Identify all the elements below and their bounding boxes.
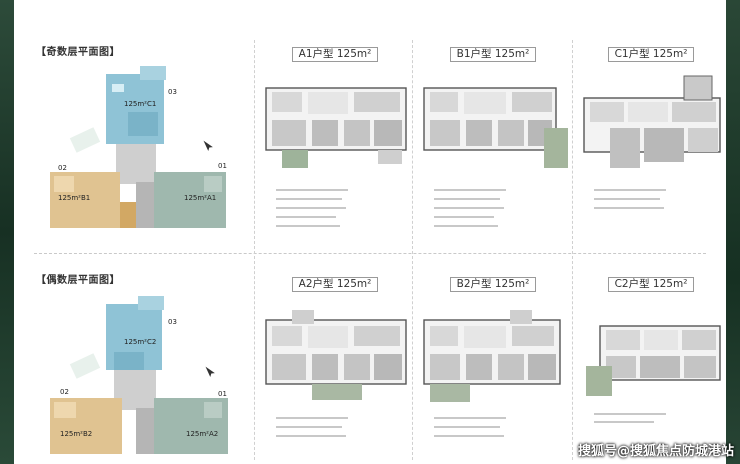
column-divider <box>572 40 573 460</box>
column-divider <box>254 40 255 460</box>
background-right <box>726 0 740 464</box>
unit-c-label: 125m²C2 <box>124 338 156 346</box>
floorplan-b1 <box>423 87 568 168</box>
wing-number-right: 01 <box>218 162 227 170</box>
floorplan-a1 <box>265 87 407 168</box>
plan-title-c1: C1户型 125m² <box>586 47 716 62</box>
compass-icon <box>205 366 215 377</box>
wing-number-top: 03 <box>168 318 177 326</box>
section-divider <box>34 253 706 254</box>
wing-number-right: 01 <box>218 390 227 398</box>
plan-title-b2: B2户型 125m² <box>428 277 558 292</box>
brochure-sheet: 【奇数层平面图】 125m²C1 125m²B1 125m²A1 03 02 0… <box>14 0 726 464</box>
background-left <box>0 0 14 464</box>
unit-b-label: 125m²B2 <box>60 430 92 438</box>
even-floor-title: 【偶数层平面图】 <box>36 275 120 286</box>
watermark-text: 搜狐号@搜狐焦点防城港站 <box>577 444 734 459</box>
floorplan-c1 <box>583 75 721 168</box>
unit-a-label: 125m²A1 <box>184 194 216 202</box>
wing-number-left: 02 <box>60 388 69 396</box>
description-b2 <box>434 417 506 437</box>
unit-c-label: 125m²C1 <box>124 100 156 108</box>
odd-floor-plan: 125m²C1 125m²B1 125m²A1 03 02 01 <box>50 66 227 228</box>
description-b1 <box>434 189 506 227</box>
odd-floor-title: 【奇数层平面图】 <box>36 47 120 58</box>
column-divider <box>412 40 413 460</box>
wing-number-left: 02 <box>58 164 67 172</box>
plan-title-a1: A1户型 125m² <box>270 47 400 62</box>
compass-icon <box>203 140 213 151</box>
core-block <box>116 144 156 184</box>
floorplan-a2 <box>265 310 407 400</box>
description-c1 <box>594 189 666 209</box>
unit-a-label: 125m²A2 <box>186 430 218 438</box>
description-c2 <box>594 413 666 423</box>
floorplan-c2 <box>586 325 721 396</box>
wing-number-top: 03 <box>168 88 177 96</box>
plan-title-c2: C2户型 125m² <box>586 277 716 292</box>
floorplan-b2 <box>423 310 561 402</box>
description-a2 <box>276 417 348 437</box>
description-a1 <box>276 189 348 227</box>
unit-b-label: 125m²B1 <box>58 194 90 202</box>
plan-title-a2: A2户型 125m² <box>270 277 400 292</box>
plan-title-b1: B1户型 125m² <box>428 47 558 62</box>
even-floor-plan: 125m²C2 125m²B2 125m²A2 03 02 01 <box>50 296 228 454</box>
